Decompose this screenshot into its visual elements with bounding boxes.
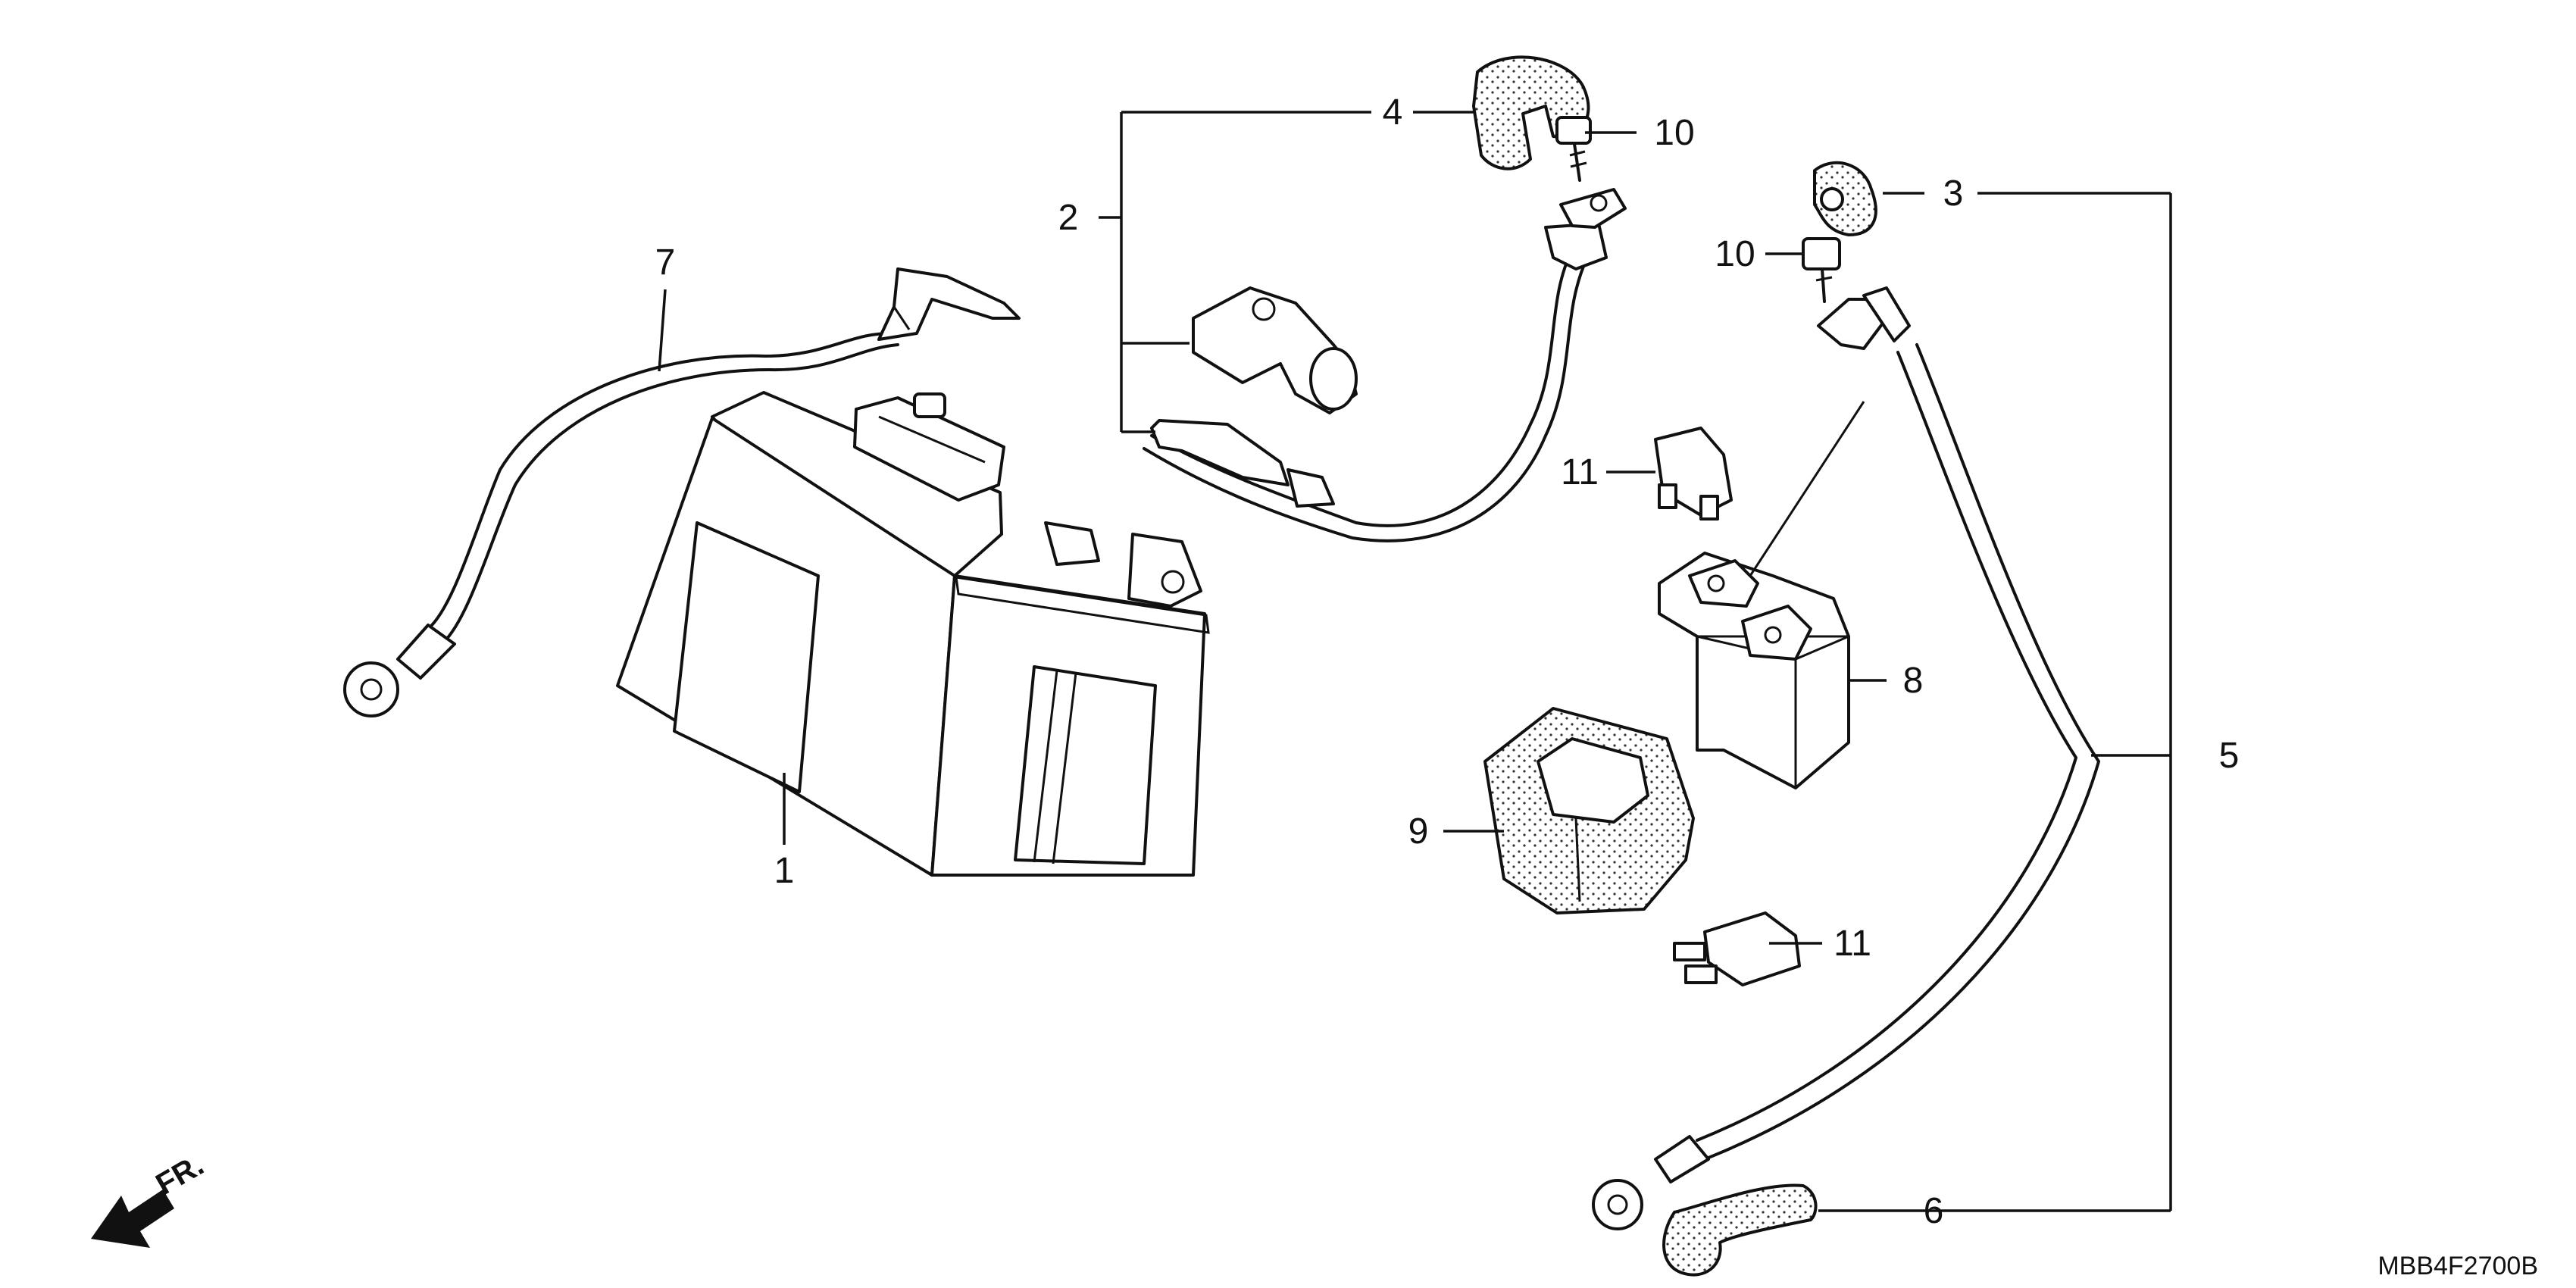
diagram-code: MBB4F2700B [2377,1252,2538,1280]
leader-lines [658,111,2172,1212]
callout-9: 9 [1408,811,1429,852]
callout-7: 7 [655,242,676,283]
callout-11-upper: 11 [1561,452,1599,492]
callout-4: 4 [1383,92,1403,133]
callout-5: 5 [2219,736,2240,776]
callout-3: 3 [1943,174,1964,214]
positive-terminal-cap [1472,55,1590,170]
positive-cable [1143,188,1627,542]
callout-8: 8 [1903,661,1924,701]
callout-1: 1 [774,851,795,891]
negative-cable [343,267,1021,717]
bolt-right [1802,237,1841,303]
callout-11-lower: 11 [1834,924,1871,964]
callouts: 1 2 3 4 5 6 7 8 9 10 10 11 11 [655,92,2240,1231]
terminal-cover [1192,286,1358,414]
bolt-upper [1555,116,1592,182]
callout-10-right: 10 [1715,234,1755,274]
negative-terminal-cap [1813,161,1877,236]
starter-relay [1658,401,1865,789]
fuse-upper [1654,427,1733,521]
callout-6: 6 [1924,1191,1944,1231]
callout-2: 2 [1058,198,1079,238]
battery [616,391,1210,877]
arrow-down-left-icon [91,1190,174,1248]
callout-10-upper: 10 [1654,113,1694,153]
front-direction-indicator: FR. [91,1148,209,1248]
relay-rubber-boot [1483,707,1695,914]
fuse-lower [1673,911,1801,986]
starter-cable [1592,286,2100,1230]
terminal-boot [1662,1183,1818,1277]
